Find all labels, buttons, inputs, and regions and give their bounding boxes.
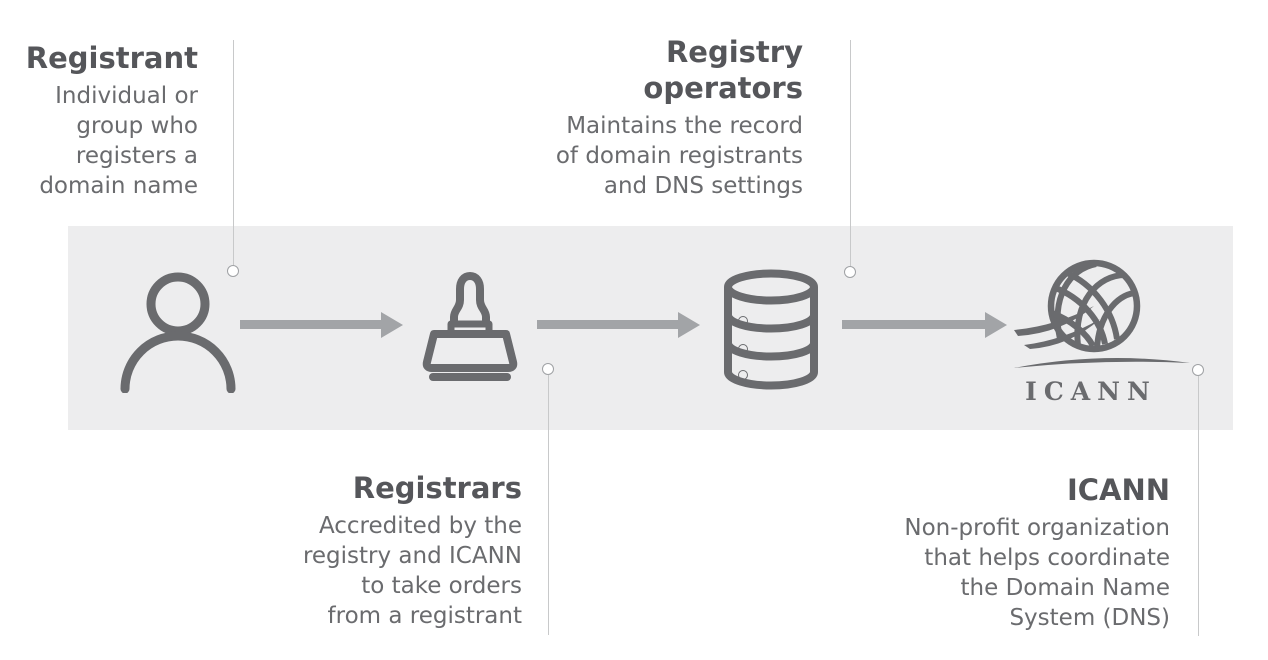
connector-dot-registrars — [542, 363, 554, 375]
icann-wordmark: ICANN — [1025, 377, 1157, 406]
label-icann: ICANN Non-profit organization that helps… — [890, 472, 1170, 633]
connector-line-icann — [1198, 376, 1199, 636]
label-registrant-title: Registrant — [25, 41, 198, 75]
label-registrant-description: Individual or group who registers a doma… — [39, 83, 198, 199]
connector-line-registrars — [548, 375, 549, 635]
label-registrars-title: Registrars — [352, 471, 522, 505]
arrow-registry-to-icann — [842, 320, 985, 329]
label-icann-title: ICANN — [1066, 473, 1170, 507]
icann-globe-logo — [1012, 256, 1192, 408]
arrow-registrant-to-registrars — [240, 320, 381, 329]
connector-line-registrant — [233, 40, 234, 265]
label-registry-operators: Registry operators Maintains the record … — [523, 34, 803, 201]
stamp-icon — [420, 268, 520, 382]
person-icon — [120, 267, 236, 393]
label-registry-operators-title: Registry operators — [643, 35, 803, 105]
connector-dot-registrant — [227, 265, 239, 277]
connector-dot-icann — [1192, 364, 1204, 376]
arrow-registrars-to-registry — [537, 320, 678, 329]
label-registrars-description: Accredited by the registry and ICANN to … — [302, 513, 522, 629]
label-registry-operators-description: Maintains the record of domain registran… — [555, 113, 803, 199]
connector-dot-registry-operators — [844, 266, 856, 278]
label-icann-description: Non-profit organization that helps coord… — [904, 515, 1170, 631]
database-icon — [722, 269, 820, 391]
label-registrant: Registrant Individual or group who regis… — [0, 40, 198, 201]
connector-line-registry-operators — [850, 40, 851, 266]
label-registrars: Registrars Accredited by the registry an… — [242, 470, 522, 631]
